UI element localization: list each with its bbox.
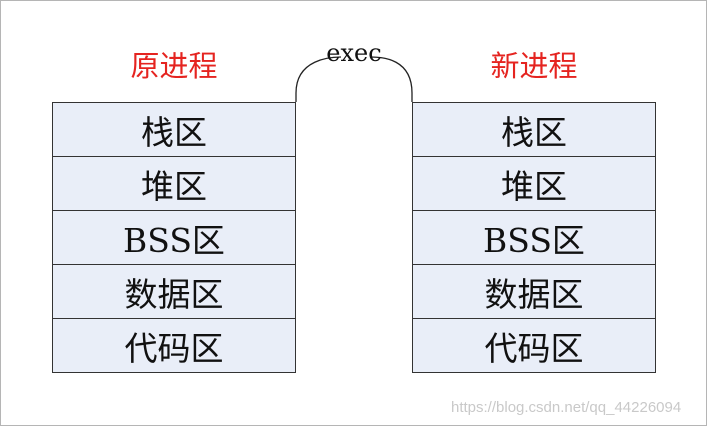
new-process-memory-layout: 栈区 堆区 BSS区 数据区 代码区 xyxy=(412,102,656,373)
new-segment-heap: 堆区 xyxy=(413,157,655,211)
old-segment-bss: BSS区 xyxy=(53,211,295,265)
old-segment-data: 数据区 xyxy=(53,265,295,319)
new-segment-code: 代码区 xyxy=(413,319,655,372)
watermark-text: https://blog.csdn.net/qq_44226094 xyxy=(451,399,682,416)
exec-label: exec xyxy=(326,39,382,67)
new-process-title: 新进程 xyxy=(490,49,578,83)
new-segment-bss: BSS区 xyxy=(413,211,655,265)
old-segment-stack: 栈区 xyxy=(53,103,295,157)
old-segment-code: 代码区 xyxy=(53,319,295,372)
old-process-title: 原进程 xyxy=(130,49,218,83)
old-process-memory-layout: 栈区 堆区 BSS区 数据区 代码区 xyxy=(52,102,296,373)
new-segment-stack: 栈区 xyxy=(413,103,655,157)
old-segment-heap: 堆区 xyxy=(53,157,295,211)
new-segment-data: 数据区 xyxy=(413,265,655,319)
